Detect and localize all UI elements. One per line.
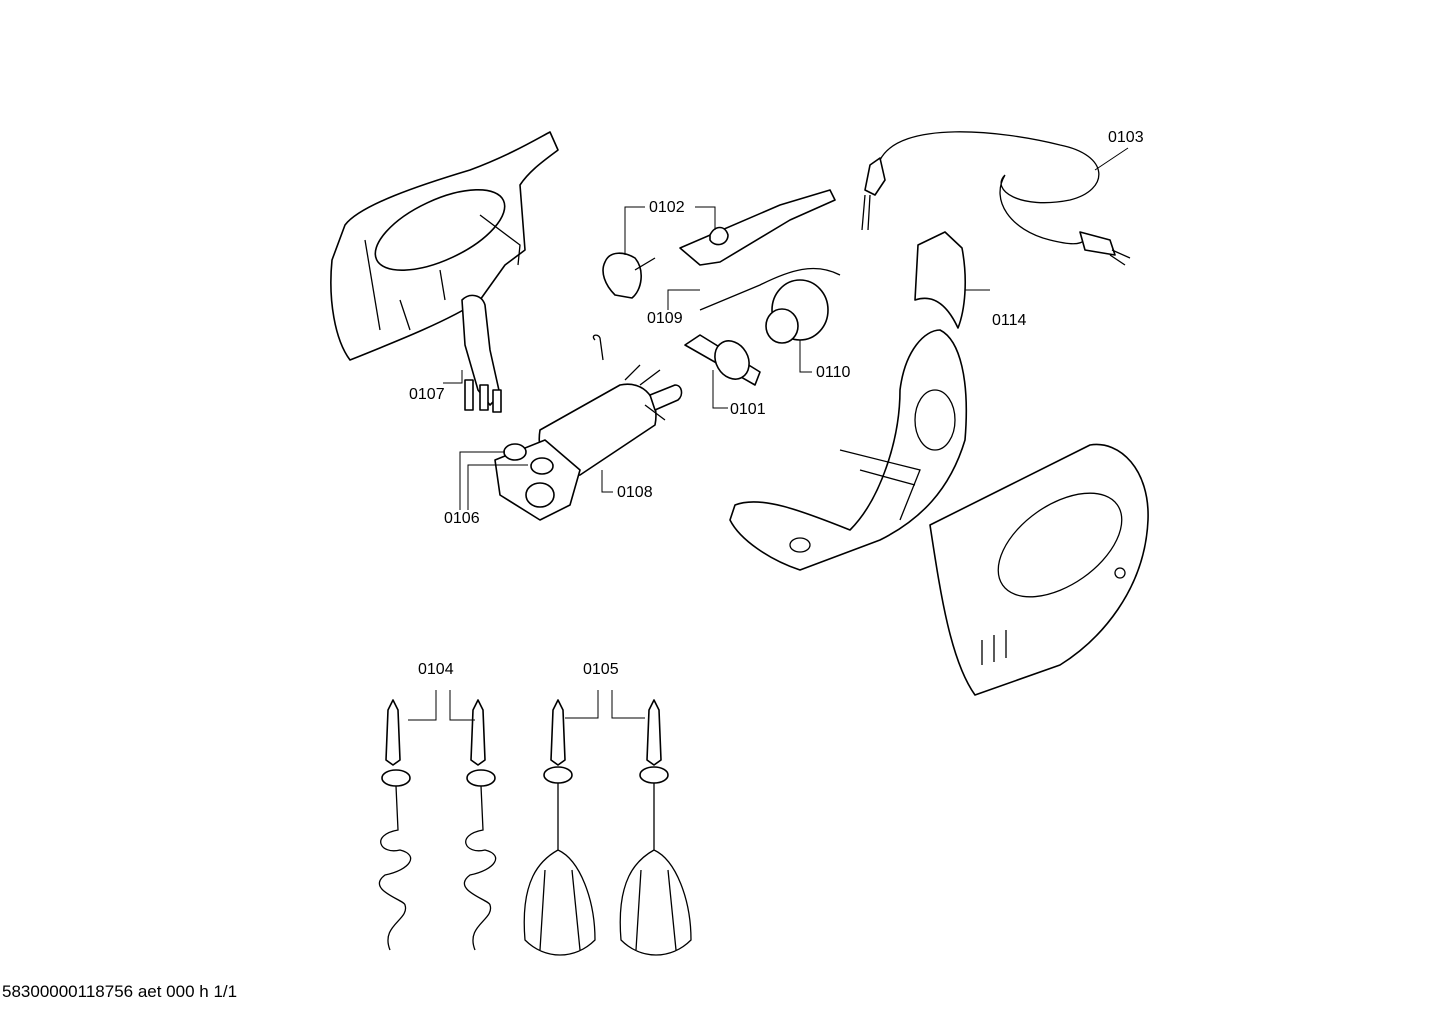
part-label-0103[interactable]: 0103 — [1108, 129, 1144, 146]
part-label-0104[interactable]: 0104 — [418, 661, 454, 678]
switch-lever-part — [461, 294, 502, 413]
upper-housing-part — [330, 131, 559, 361]
cover-part — [914, 231, 966, 329]
leader-lines — [408, 147, 1129, 721]
power-cord-part — [861, 131, 1131, 266]
motor-assembly-part — [494, 364, 683, 521]
drawing-reference-footer: 58300000118756 aet 000 h 1/1 — [2, 982, 238, 1001]
brush-holder-part — [684, 334, 761, 386]
lower-housing-part — [729, 329, 968, 571]
part-label-0102[interactable]: 0102 — [649, 199, 685, 216]
coupling-part — [765, 279, 829, 344]
part-label-0101[interactable]: 0101 — [730, 401, 766, 418]
dough-hook-part — [378, 699, 497, 951]
handle-shell-part — [929, 443, 1149, 696]
part-label-0114[interactable]: 0114 — [992, 312, 1027, 329]
part-label-0106[interactable]: 0106 — [444, 510, 480, 527]
part-label-0107[interactable]: 0107 — [409, 386, 445, 403]
part-label-0110[interactable]: 0110 — [816, 364, 851, 381]
switch-board-part — [679, 189, 836, 266]
wire-part — [699, 267, 841, 311]
pin-part — [592, 334, 604, 361]
speed-knob-part — [602, 252, 656, 299]
part-label-0109[interactable]: 0109 — [647, 310, 683, 327]
beater-part — [523, 699, 692, 956]
part-label-0105[interactable]: 0105 — [583, 661, 619, 678]
part-label-0108[interactable]: 0108 — [617, 484, 653, 501]
